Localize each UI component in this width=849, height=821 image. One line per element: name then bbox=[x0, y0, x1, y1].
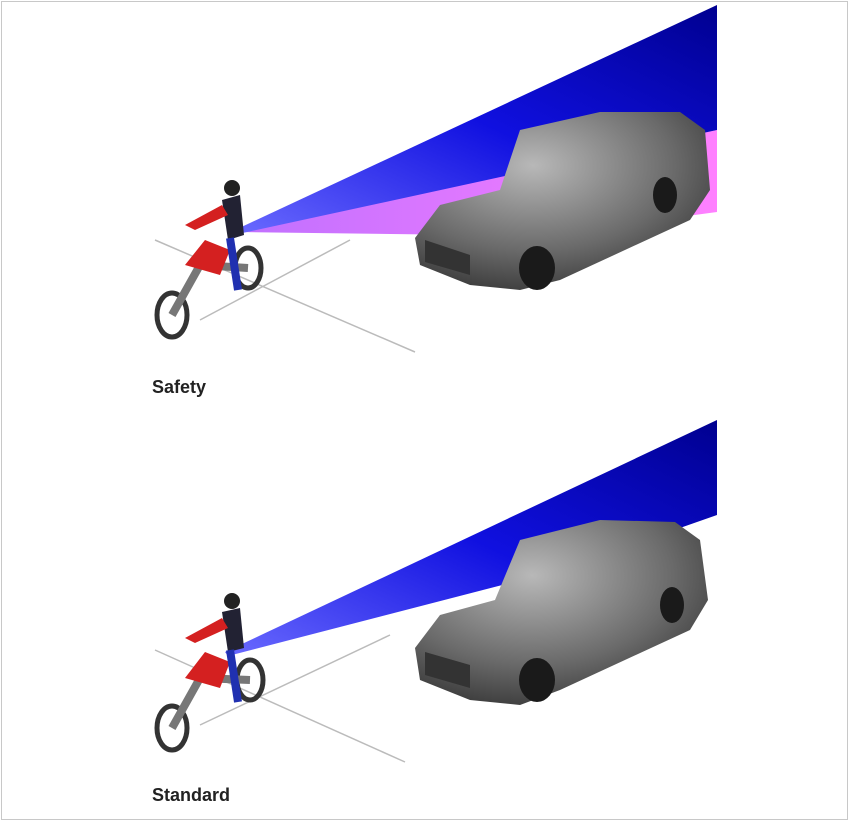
car bbox=[415, 520, 708, 705]
standard-label: Standard bbox=[152, 785, 231, 805]
safety-scene bbox=[154, 5, 717, 353]
motorcycle-rider bbox=[154, 180, 264, 340]
standard-scene bbox=[154, 420, 717, 763]
motorcycle-rider bbox=[154, 593, 266, 753]
blue-beam bbox=[235, 5, 717, 234]
car bbox=[415, 112, 710, 290]
blue-beam bbox=[225, 420, 717, 656]
safety-label: Safety bbox=[152, 377, 207, 397]
